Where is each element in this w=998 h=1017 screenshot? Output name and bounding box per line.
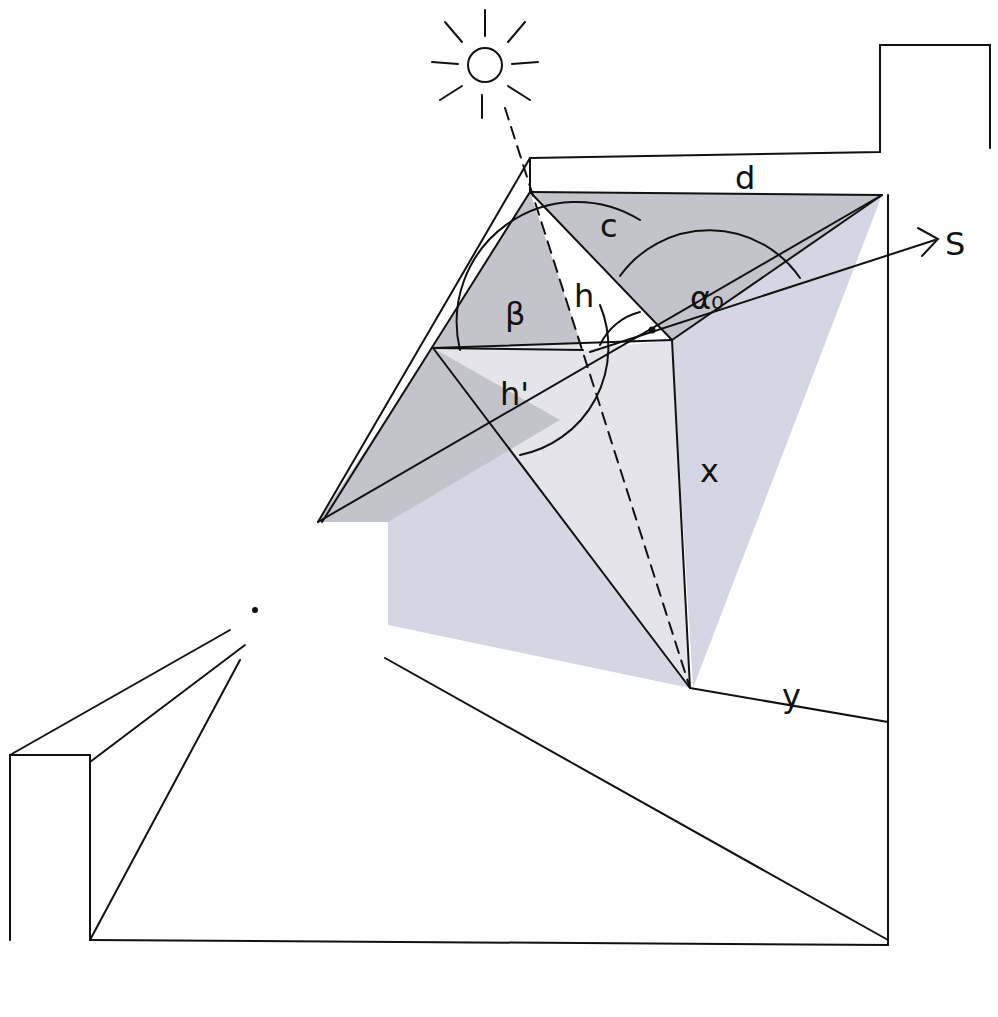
geometry-label: h (574, 280, 594, 312)
geometry-label: S (945, 228, 965, 260)
geometry-label: x (700, 455, 719, 487)
geometry-label: y (782, 680, 801, 712)
geometry-label: c (600, 210, 618, 242)
geometry-label: α₀ (690, 282, 724, 314)
geometry-label: h' (500, 378, 529, 410)
geometry-label: β (505, 298, 525, 330)
geometry-label: d (735, 162, 755, 194)
